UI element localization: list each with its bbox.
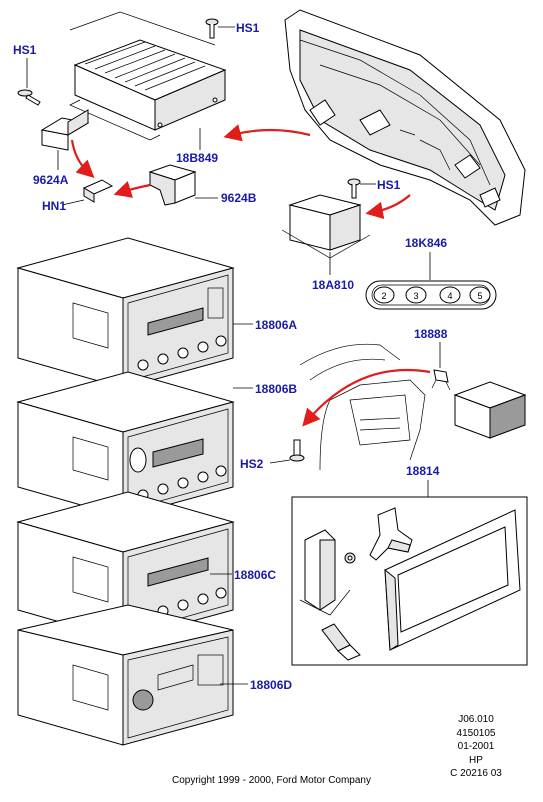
drawing-author: HP [469, 754, 483, 766]
callout-hs1-left: HS1 [13, 43, 37, 57]
drawing-metadata: J06.010 4150105 01-2001 HP C 20216 03 [431, 713, 521, 781]
svg-text:4: 4 [447, 291, 452, 301]
callout-18k846: 18K846 [405, 236, 447, 250]
keypad-button-5: 5 [469, 286, 491, 304]
kit-bracket-center [369, 507, 413, 561]
callout-9624b: 9624B [221, 191, 257, 205]
arrow-to-dashboard [302, 368, 431, 427]
keypad-button-3: 3 [405, 286, 427, 304]
instrument-panel-frame [284, 9, 526, 226]
screw-hs1-top [205, 18, 235, 39]
connector-18888 [431, 369, 451, 391]
keypad-18k846 [365, 280, 497, 310]
svg-text:5: 5 [477, 291, 482, 301]
callout-hs1-top: HS1 [236, 21, 260, 35]
radio-unit-18806d [17, 604, 234, 746]
amplifier-module-18b849 [69, 11, 227, 141]
callout-18a810: 18A810 [312, 278, 354, 292]
callout-18b849: 18B849 [176, 151, 218, 165]
callout-18888: 18888 [414, 327, 448, 341]
module-box-right [453, 381, 527, 439]
kit-antenna-adapter [321, 623, 361, 661]
svg-text:3: 3 [413, 291, 418, 301]
callout-hs2: HS2 [240, 457, 264, 471]
arrow-bracket-b-to-clip [113, 181, 151, 198]
drawing-reference: C 20216 03 [450, 768, 502, 779]
arrow-bracket-to-clip [70, 139, 95, 178]
callout-hn1: HN1 [42, 199, 66, 213]
callout-18806b: 18806B [255, 382, 297, 396]
kit-bracket-left [299, 529, 351, 616]
copyright-notice: Copyright 1999 - 2000, Ford Motor Compan… [172, 775, 371, 786]
callout-18806a: 18806A [255, 318, 297, 332]
kit-nut [344, 552, 356, 564]
screw-hs1-left [17, 58, 41, 106]
screw-hs1-middle [347, 178, 376, 199]
screw-hs2 [269, 439, 305, 464]
drawing-number: 4150105 [456, 727, 496, 739]
drawing-code: J06.010 [458, 714, 494, 725]
clip-hn1 [61, 179, 114, 206]
keypad-button-2: 2 [373, 286, 395, 304]
svg-text:2: 2 [381, 291, 386, 301]
kit-trim-frame [384, 509, 521, 651]
arrow-panel-to-amp [223, 124, 311, 142]
callout-18806c: 18806C [234, 568, 276, 582]
dashboard-console [299, 343, 426, 471]
callout-18814: 18814 [406, 464, 440, 478]
arrow-panel-to-module [365, 194, 411, 219]
radio-unit-18806a [16, 237, 235, 389]
module-18a810 [281, 194, 371, 275]
callout-9624a: 9624A [33, 173, 69, 187]
drawing-date: 01-2001 [457, 741, 495, 752]
keypad-button-4: 4 [439, 286, 461, 304]
callout-hs1-middle: HS1 [377, 178, 401, 192]
callout-18806d: 18806D [250, 678, 292, 692]
bracket-9624b [148, 164, 218, 206]
bracket-9624a [40, 109, 90, 170]
